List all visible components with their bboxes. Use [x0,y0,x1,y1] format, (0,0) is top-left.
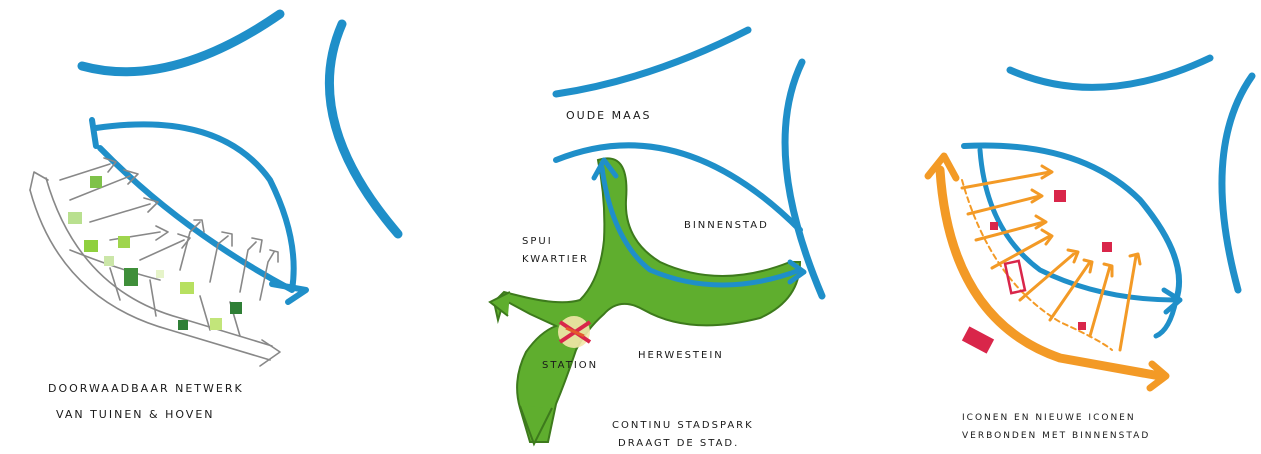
label-oude-maas: OUDE MAAS [566,109,651,122]
main-route [935,165,1165,381]
river-arc-oude-maas [553,142,803,233]
station-marker-icon [558,316,592,348]
garden-network-arrows [29,157,281,367]
inner-waterway [599,165,803,288]
caption-line-2: DRAAGT DE STAD. [618,438,739,449]
panel-garden-network: DOORWAADBAAR NETWERK VAN TUINEN & HOVEN [29,9,403,421]
river-loop [93,121,297,293]
river-loop [961,142,1182,303]
arrow-head [269,281,309,305]
caption-line-1: CONTINU STADSPARK [612,420,754,431]
panel-icons: ICONEN EN NIEUWE ICONEN VERBONDEN MET BI… [924,54,1256,441]
arrow-head [591,157,619,181]
river-arc [781,58,826,300]
caption-line-2: VERBONDEN MET BINNENSTAD [962,431,1150,441]
river-loop-inner [977,147,1179,339]
river-arc [552,26,752,98]
arrow-head [1161,287,1183,315]
arrow-head [488,291,511,317]
arrow-head [519,405,553,447]
garden-squares [68,176,242,330]
label-herwestein: HERWESTEIN [638,350,724,361]
river-arc [324,19,403,239]
orange-branch-arrows [960,164,1142,352]
caption-line-1: DOORWAADBAAR NETWERK [48,382,244,395]
river-arc [1218,72,1256,294]
panel-city-park: OUDE MAAS BINNENSTAD SPUI KWARTIER STATI… [488,26,826,449]
icon-markers [961,190,1112,354]
arrow-head [924,152,960,182]
label-spui: SPUI [522,236,553,247]
arrow-head [89,117,99,149]
arrow-head [1146,360,1170,392]
label-binnenstad: BINNENSTAD [684,220,769,231]
river-arc [77,9,285,77]
arrow-head [787,259,807,285]
river-arc [1006,54,1214,91]
caption-line-2: VAN TUINEN & HOVEN [56,408,215,421]
caption-line-1: ICONEN EN NIEUWE ICONEN [962,413,1136,423]
label-kwartier: KWARTIER [522,254,589,265]
continuous-city-park [492,157,802,443]
label-station: STATION [542,360,598,371]
